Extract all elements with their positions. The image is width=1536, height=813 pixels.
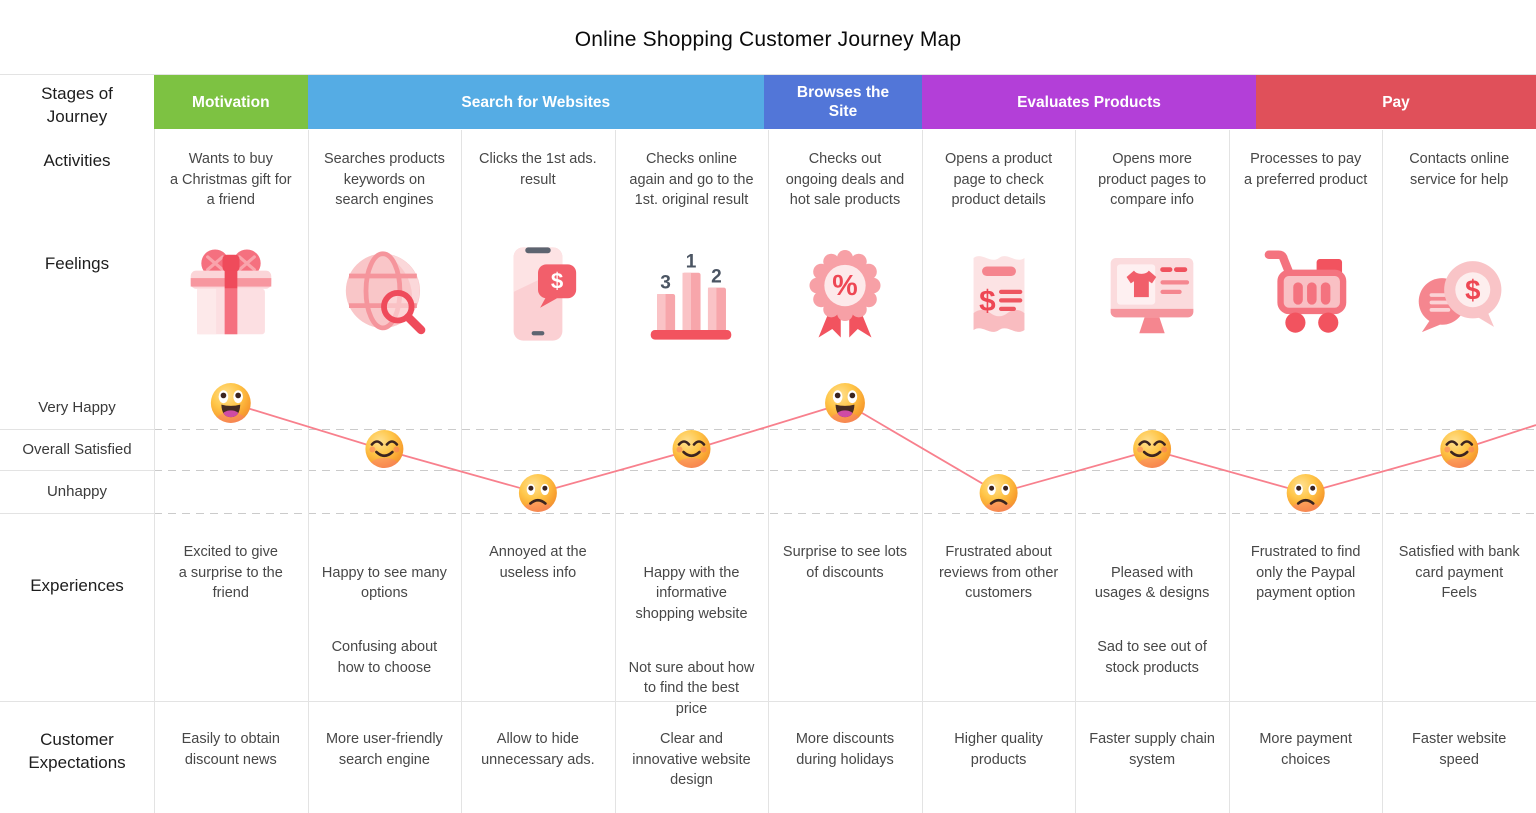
experience-text: Excited to give a surprise to the friend (178, 544, 283, 601)
stage-pay: Pay (1256, 75, 1536, 129)
search-ranking-bars-icon (638, 241, 744, 347)
expectation-cell: Faster supply chain system (1089, 731, 1215, 768)
row-label-experiences: Experiences (30, 576, 124, 595)
experience-cell: Pleased with usages & designs Sad to see… (1077, 542, 1228, 712)
row-label-stages: Stages of Journey (41, 84, 113, 126)
activity-cell: Contacts online service for help (1409, 151, 1510, 188)
row-label-activities: Activities (43, 151, 111, 170)
expectation-cell: Faster website speed (1412, 731, 1507, 768)
activity-cell: Searches products keywords on search eng… (323, 151, 445, 208)
journey-column-processes-to-pay: Processes to pay a preferred product Fru… (1229, 0, 1383, 813)
experience-cell: Satisfied with bank card payment Feels (1384, 542, 1535, 617)
activity-cell: Opens a product page to check product de… (944, 151, 1053, 208)
label-column-border (154, 75, 155, 813)
page-title: Online Shopping Customer Journey Map (574, 28, 962, 51)
journey-column-browses-deals: Checks out ongoing deals and hot sale pr… (768, 0, 922, 813)
row-label-feelings: Feelings (44, 254, 110, 273)
dashed-gridline-unhappy (154, 513, 1536, 514)
experience-text: Surprise to see lots of discounts (782, 544, 908, 581)
experience-text: Pleased with usages & designs (1094, 564, 1210, 602)
expectations-row-divider (0, 701, 1536, 702)
shopping-cart-icon (1253, 241, 1359, 347)
row-label-expectations: Customer Expectations (28, 730, 126, 772)
expectation-cell: More discounts during holidays (795, 731, 895, 768)
feeling-level-overall-satisfied: Overall Satisfied (22, 441, 132, 458)
experience-text: Happy with the informative shopping webs… (635, 564, 748, 622)
monitor-product-icon (1099, 241, 1205, 347)
experience-cell: Frustrated to find only the Paypal payme… (1230, 542, 1381, 617)
activity-cell: Processes to pay a preferred product (1244, 151, 1368, 188)
journey-column-search-keywords: Searches products keywords on search eng… (308, 0, 462, 813)
journey-column-checks-original-result: Checks online again and go to the 1st. o… (615, 0, 769, 813)
expectation-cell: More payment choices (1259, 731, 1353, 768)
expectation-cell: Allow to hide unnecessary ads. (481, 731, 595, 768)
stage-motivation: Motivation (154, 75, 308, 129)
label-row-divider (0, 513, 154, 514)
journey-column-motivation: Wants to buy a Christmas gift for a frie… (154, 0, 308, 813)
activity-cell: Checks out ongoing deals and hot sale pr… (785, 151, 905, 208)
activity-cell: Clicks the 1st ads. result (479, 151, 597, 188)
stage-search-for-websites: Search for Websites (307, 75, 764, 129)
expectation-cell: More user-friendly search engine (325, 731, 443, 768)
journey-column-contacts-service: Contacts online service for help Satisfi… (1382, 0, 1536, 813)
receipt-icon (946, 241, 1052, 347)
activity-cell: Checks online again and go to the 1st. o… (629, 151, 754, 208)
phone-payment-message-icon (485, 241, 591, 347)
expectation-cell: Easily to obtain discount news (181, 731, 280, 768)
journey-column-clicks-ads: Clicks the 1st ads. result Annoyed at th… (461, 0, 615, 813)
gift-icon (178, 241, 284, 347)
experience-text: Not sure about how to find the best pric… (628, 659, 755, 717)
label-row-divider (0, 429, 154, 430)
activity-cell: Opens more product pages to compare info (1098, 151, 1207, 208)
journey-column-compares-products: Opens more product pages to compare info… (1075, 0, 1229, 813)
globe-search-icon (331, 241, 437, 347)
experience-cell: Surprise to see lots of discounts (769, 542, 920, 596)
journey-column-opens-product-page: Opens a product page to check product de… (922, 0, 1076, 813)
expectation-cell: Higher quality products (954, 731, 1043, 768)
expectation-cell: Clear and innovative website design (632, 731, 751, 788)
feeling-level-unhappy: Unhappy (46, 483, 108, 500)
experience-cell: Happy to see many options Confusing abou… (309, 542, 460, 712)
feeling-level-very-happy: Very Happy (38, 399, 116, 416)
experience-text: Confusing about how to choose (331, 639, 438, 676)
support-chat-dollar-icon (1406, 241, 1512, 347)
experience-cell: Frustrated about reviews from other cust… (923, 542, 1074, 617)
experience-text: Annoyed at the useless info (489, 544, 587, 581)
experience-cell: Excited to give a surprise to the friend (155, 542, 306, 617)
table-top-border (0, 74, 1536, 75)
experience-text: Frustrated to find only the Paypal payme… (1250, 544, 1361, 601)
stage-browses-the-site: Browses the Site (764, 75, 922, 129)
discount-badge-icon (792, 241, 898, 347)
experience-text: Frustrated about reviews from other cust… (938, 544, 1059, 601)
experience-cell: Annoyed at the useless info (462, 542, 613, 596)
experience-cell: Happy with the informative shopping webs… (616, 542, 767, 753)
experience-text: Sad to see out of stock products (1097, 639, 1207, 676)
activity-cell: Wants to buy a Christmas gift for a frie… (169, 151, 292, 208)
experience-text: Satisfied with bank card payment Feels (1398, 544, 1520, 601)
experience-text: Happy to see many options (321, 564, 447, 602)
label-row-divider (0, 470, 154, 471)
stage-evaluates-products: Evaluates Products (922, 75, 1256, 129)
